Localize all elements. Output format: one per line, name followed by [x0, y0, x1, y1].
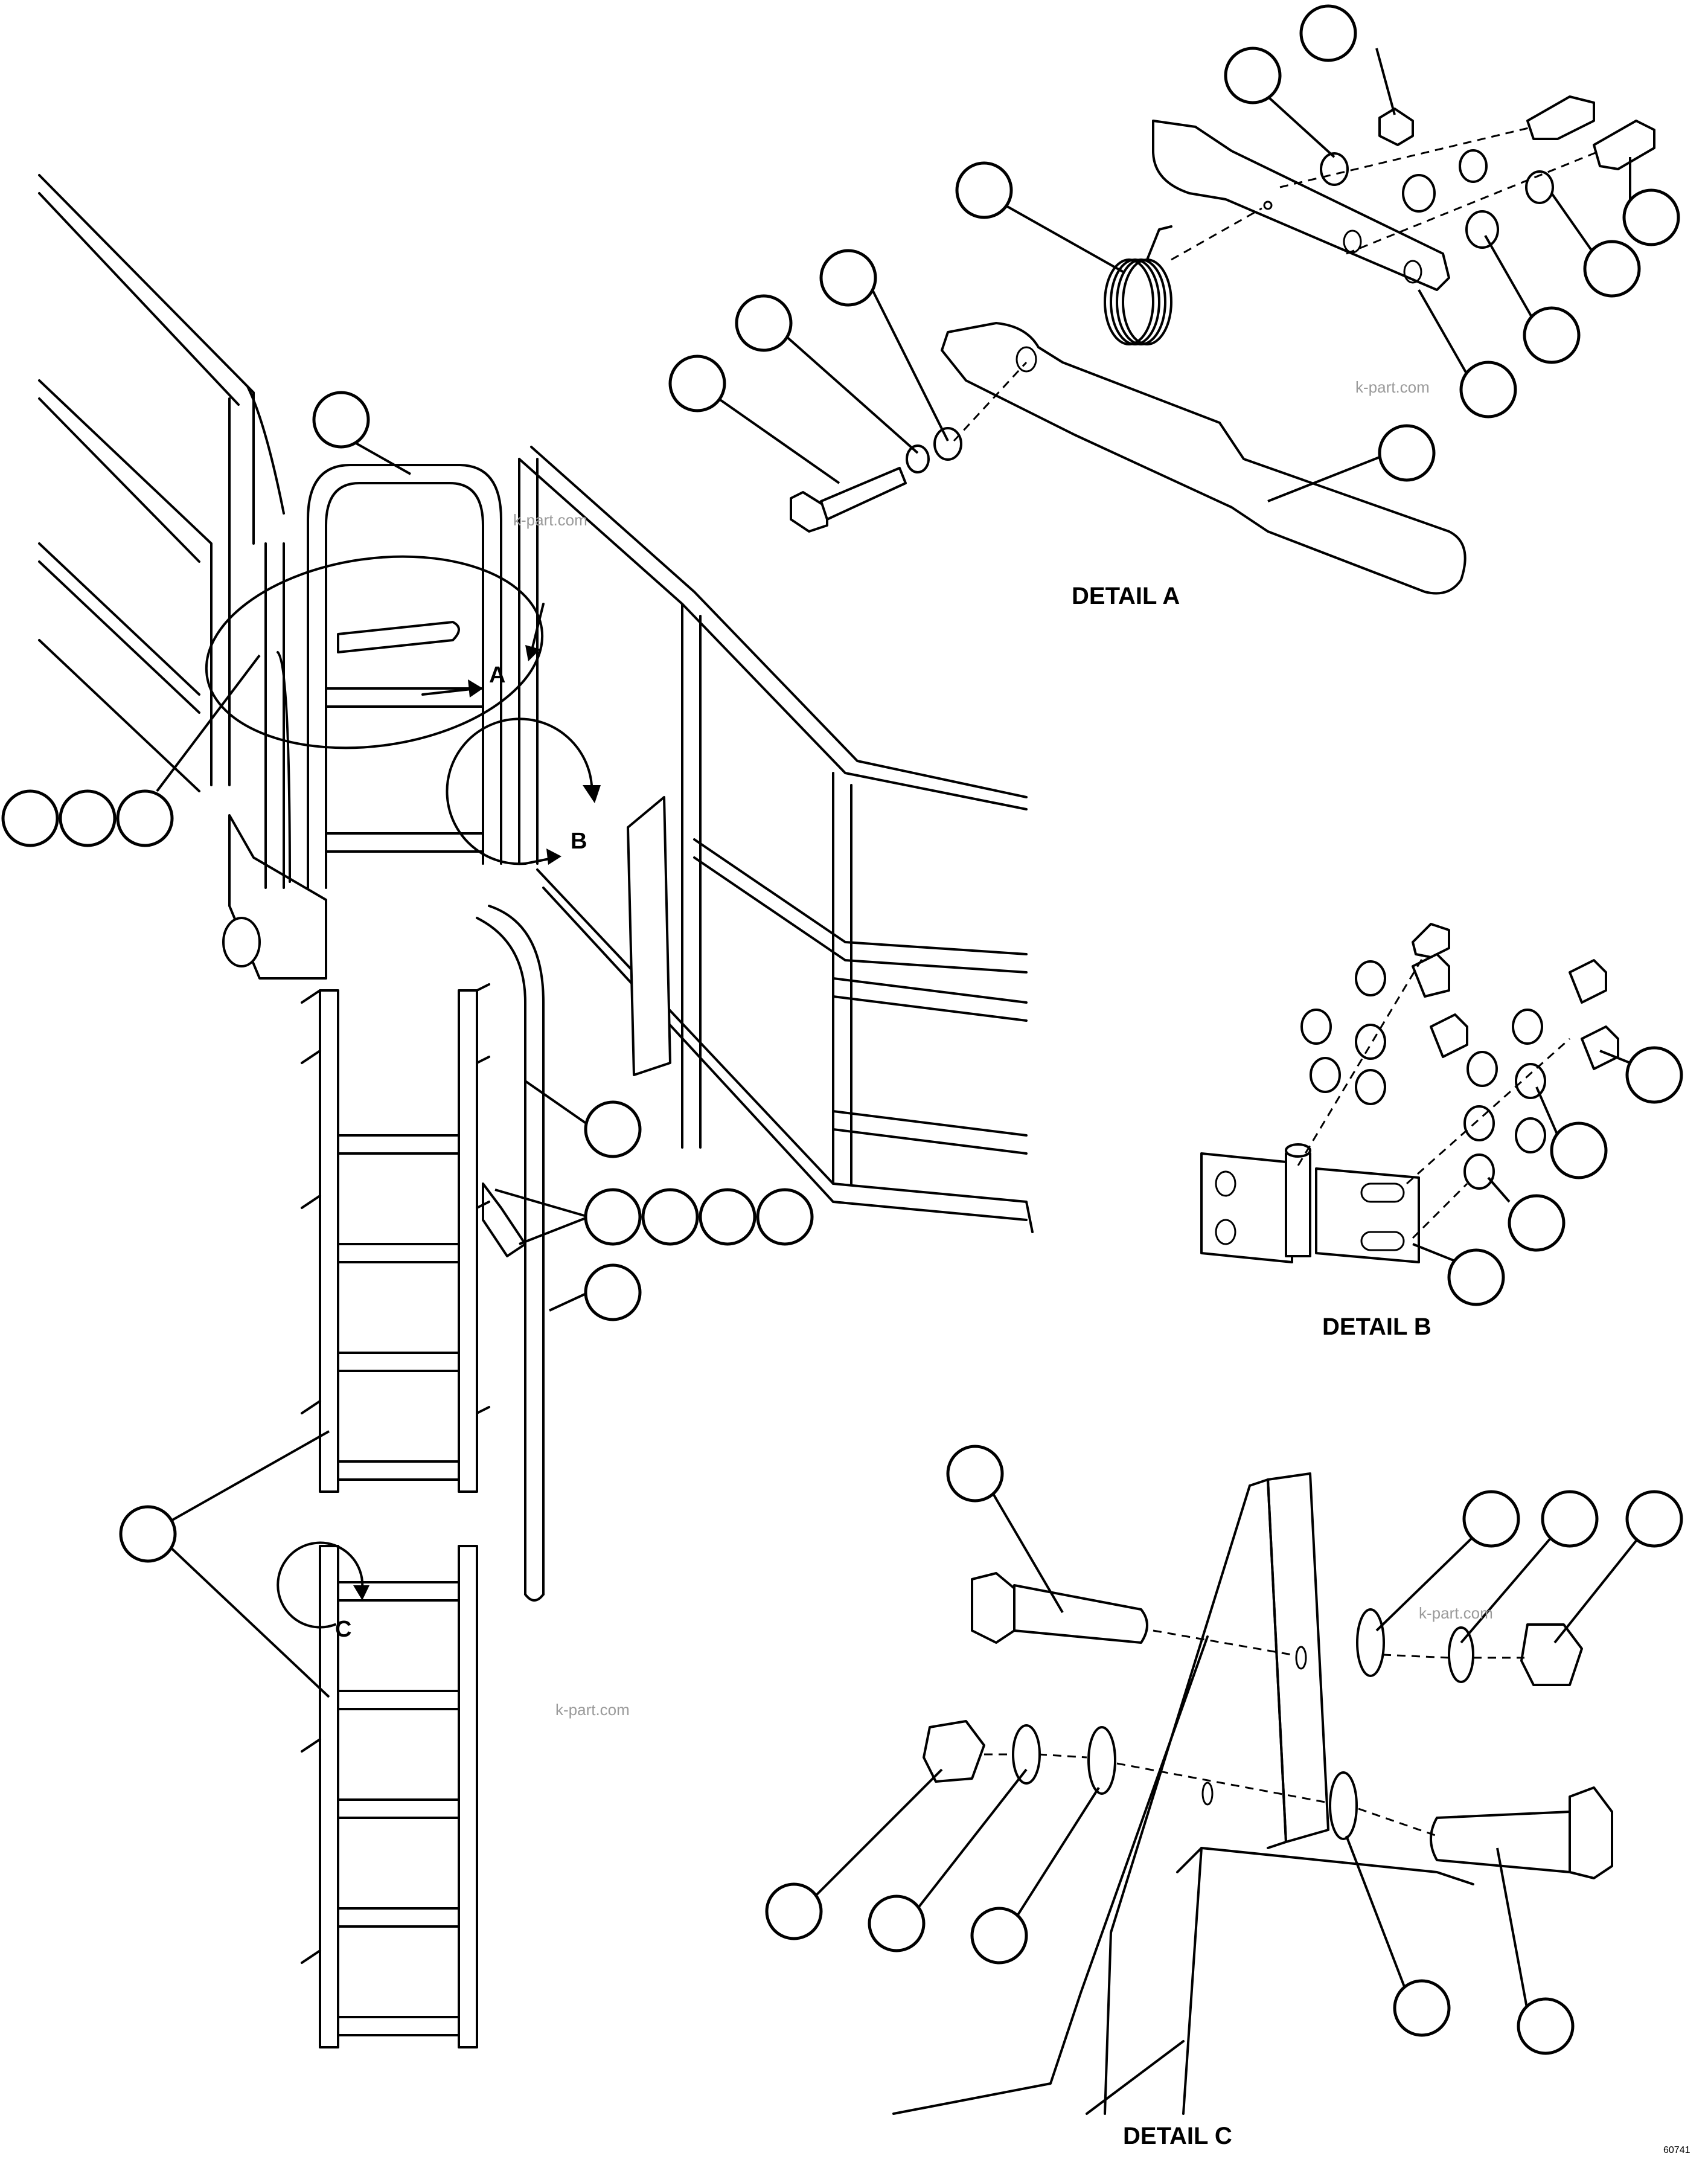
detail-b-parts: DETAIL B — [1200, 923, 1683, 1340]
detail-a-caption: DETAIL A — [1072, 583, 1180, 609]
callout-balloon — [668, 354, 726, 412]
callout-balloon — [1622, 188, 1680, 246]
callout-balloon — [1447, 1248, 1505, 1306]
callout-balloon — [1625, 1490, 1683, 1548]
detail-b-callout: B — [446, 717, 601, 865]
callout-balloon — [1459, 361, 1517, 419]
callout-balloon — [641, 1188, 699, 1246]
callout-balloon — [584, 1263, 642, 1321]
gate-frame — [222, 464, 502, 980]
callout-balloon — [584, 1188, 642, 1246]
lower-ladder — [301, 1545, 478, 2048]
callout-balloon — [735, 294, 793, 352]
callout-balloon — [955, 161, 1013, 219]
callout-balloon — [756, 1188, 814, 1246]
spring — [1104, 225, 1172, 345]
watermark: k-part.com — [513, 511, 587, 529]
view-letter-b: B — [571, 829, 587, 854]
watermark: k-part.com — [1355, 378, 1430, 396]
detail-c-caption: DETAIL C — [1123, 2123, 1232, 2149]
callout-balloon — [946, 1445, 1004, 1503]
callout-balloon — [1224, 47, 1282, 104]
handrail-pole — [476, 905, 545, 1602]
callout-balloon — [1, 789, 59, 847]
main-balloons — [1, 391, 814, 1698]
callout-balloon — [584, 1100, 642, 1158]
callout-balloon — [970, 1907, 1028, 1965]
callout-balloon — [699, 1188, 756, 1246]
callout-balloon — [1550, 1121, 1608, 1179]
drawing-code: 60741 — [1663, 2145, 1690, 2155]
callout-balloon — [59, 789, 117, 847]
callout-balloon — [1541, 1490, 1599, 1548]
detail-a-parts: DETAIL A k-part.com — [668, 4, 1680, 609]
callout-balloon — [1625, 1046, 1683, 1104]
callout-balloon — [312, 391, 370, 449]
callout-balloon — [1523, 306, 1581, 364]
callout-balloon — [1508, 1194, 1566, 1252]
callout-balloon — [1583, 240, 1641, 298]
callout-balloon — [765, 1882, 823, 1940]
callout-balloon — [116, 789, 174, 847]
callout-balloon — [1517, 1997, 1575, 2055]
callout-balloon — [819, 249, 877, 307]
watermark: k-part.com — [1419, 1604, 1493, 1622]
view-letter-a: A — [489, 662, 505, 688]
callout-balloon — [868, 1894, 926, 1952]
callout-balloon — [119, 1505, 177, 1563]
watermark: k-part.com — [555, 1701, 630, 1719]
platform-railing — [38, 174, 1034, 1233]
detail-b-caption: DETAIL B — [1322, 1314, 1431, 1340]
view-letter-c: C — [335, 1617, 351, 1642]
detail-c-callout: C — [277, 1541, 369, 1642]
callout-balloon — [1393, 1979, 1451, 2037]
detail-a-callout: A — [205, 555, 545, 749]
callout-balloon — [1378, 424, 1436, 482]
detail-c-parts: DETAIL C k-part.com — [765, 1445, 1683, 2149]
callout-balloon — [1462, 1490, 1520, 1548]
upper-ladder — [301, 983, 490, 1493]
callout-balloon — [1299, 4, 1357, 62]
